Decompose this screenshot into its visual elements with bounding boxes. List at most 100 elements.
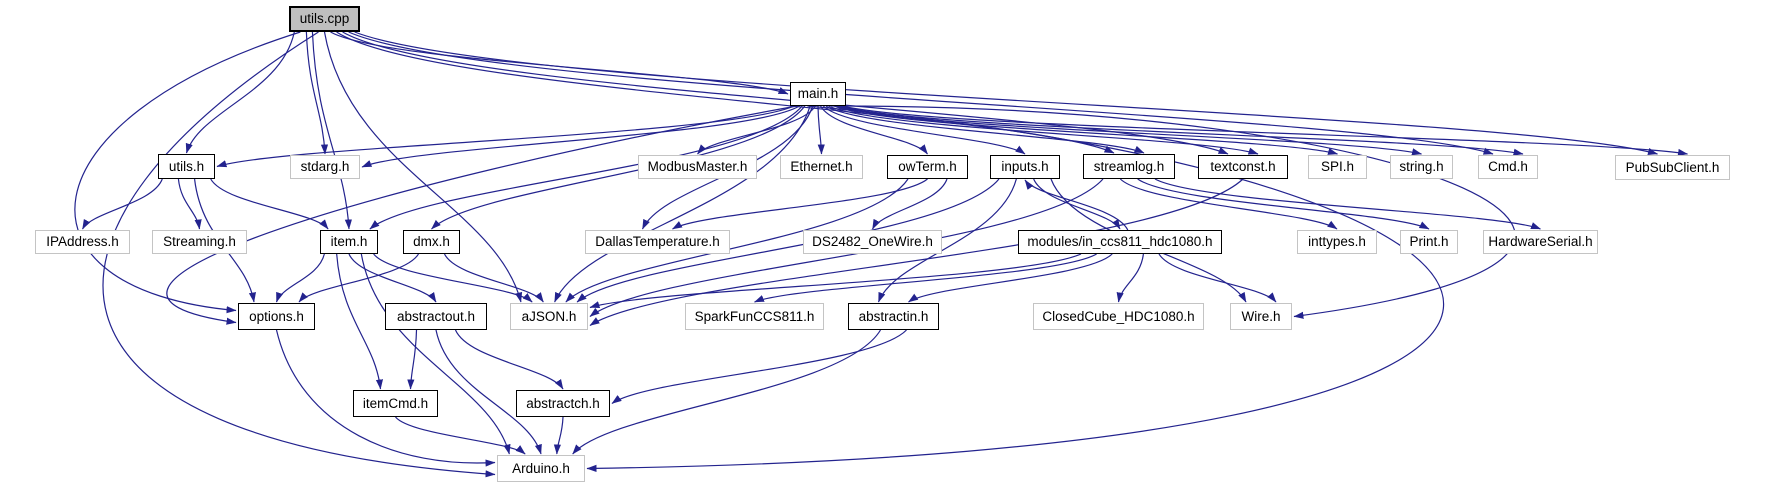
edge-utils-h-to-IPAddress-h [81,178,163,230]
node-itemCmd-h[interactable]: itemCmd.h [353,390,438,417]
node-label: string.h [1399,159,1444,175]
edge-main-h-to-SPI-h [833,105,1338,155]
edge-modules-in-to-ClosedCube-HDC1080-h [1116,253,1144,303]
node-label: dmx.h [413,234,450,250]
edge-utils-cpp-to-streamlog-h [336,31,1115,154]
edge-utils-cpp-to-Arduino-h [102,31,496,478]
edge-itemCmd-h-to-Arduino-h [395,416,526,455]
node-label: Streaming.h [163,234,236,250]
node-label: DS2482_OneWire.h [812,234,933,250]
edge-streamlog-h-to-inttypes-h [1119,178,1338,230]
edge-utils-cpp-to-item-h [311,31,352,230]
node-label: SPI.h [1320,159,1355,175]
node-label: HardwareSerial.h [1488,234,1593,250]
edge-main-h-to-dmx-h [431,105,806,230]
node-label: utils.cpp [299,11,350,27]
edge-abstractin-h-to-abstractch-h [611,329,907,404]
node-Ethernet-h: Ethernet.h [780,155,863,179]
node-utils-cpp: utils.cpp [289,6,360,32]
node-label: ClosedCube_HDC1080.h [1042,308,1195,324]
edge-abstractch-h-to-Arduino-h [553,416,564,455]
node-SPI-h: SPI.h [1308,155,1367,179]
edge-owTerm-h-to-DallasTemperature-h [672,178,928,230]
edge-owTerm-h-to-aJSON-h [565,178,909,303]
node-label: main.h [797,86,839,102]
node-label: utils.h [168,158,205,174]
node-options-h[interactable]: options.h [238,303,315,330]
node-label: abstractin.h [858,308,929,324]
edge-inputs-h-to-aJSON-h [576,178,1000,303]
edge-main-h-to-options-h [166,105,797,325]
node-PubSubClient-h: PubSubClient.h [1615,155,1730,180]
node-abstractout-h[interactable]: abstractout.h [385,303,487,330]
edge-utils-cpp-to-options-h [74,31,301,314]
node-stdarg-h: stdarg.h [290,155,360,179]
edge-modules-in-to-aJSON-h [589,253,1082,309]
node-label: Wire.h [1241,308,1281,324]
edge-main-h-to-item-h [369,105,803,230]
node-label: modules/in_ccs811_hdc1080.h [1027,234,1213,250]
edge-item-h-to-Arduino-h [360,253,511,455]
node-owTerm-h[interactable]: owTerm.h [887,155,968,179]
node-IPAddress-h: IPAddress.h [35,230,130,254]
edge-item-h-to-itemCmd-h [336,253,384,390]
edge-abstractout-h-to-itemCmd-h [407,329,418,390]
node-label: inttypes.h [1308,234,1366,250]
node-label: aJSON.h [521,308,577,324]
node-modules-in[interactable]: modules/in_ccs811_hdc1080.h [1018,230,1222,254]
edge-main-h-to-string-h [836,105,1422,156]
node-label: inputs.h [1001,159,1049,175]
node-Cmd-h: Cmd.h [1478,155,1538,179]
node-label: Ethernet.h [790,159,853,175]
edge-main-h-to-Arduino-h [586,105,1444,472]
edge-utils-cpp-to-stdarg-h [305,31,329,155]
node-dmx-h[interactable]: dmx.h [403,230,460,254]
edge-item-h-to-abstractout-h [348,253,437,303]
node-inputs-h[interactable]: inputs.h [990,155,1060,179]
node-string-h: string.h [1390,155,1453,179]
edge-main-h-to-PubSubClient-h [841,105,1688,157]
node-label: Print.h [1409,234,1449,250]
edge-abstractout-h-to-abstractch-h [454,329,564,390]
node-streamlog-h[interactable]: streamlog.h [1083,154,1175,179]
node-label: PubSubClient.h [1625,159,1720,175]
node-ModbusMaster-h: ModbusMaster.h [638,155,757,179]
edge-utils-cpp-to-aJSON-h [323,31,523,303]
node-label: streamlog.h [1093,158,1165,174]
node-label: DallasTemperature.h [595,234,720,250]
edge-dmx-h-to-options-h [298,253,420,303]
edge-streamlog-h-to-Print-h [1137,178,1430,230]
node-Print-h: Print.h [1400,230,1458,254]
node-textconst-h[interactable]: textconst.h [1198,155,1288,179]
edge-options-h-to-Arduino-h [275,329,496,467]
node-item-h[interactable]: item.h [320,230,378,254]
node-label: IPAddress.h [46,234,119,250]
edge-abstractin-h-to-Arduino-h [572,329,882,455]
edge-main-h-to-Ethernet-h [817,105,825,155]
node-abstractin-h[interactable]: abstractin.h [848,303,939,330]
node-Wire-h: Wire.h [1230,303,1292,330]
edge-utils-cpp-to-utils-h [185,31,295,154]
node-Streaming-h: Streaming.h [152,230,247,254]
edge-item-h-to-options-h [275,253,325,303]
edge-main-h-to-aJSON-h [554,105,811,303]
node-HardwareSerial-h: HardwareSerial.h [1483,230,1598,254]
edge-modules-in-to-SparkFunCCS811-h [754,253,1097,303]
node-main-h[interactable]: main.h [790,82,846,106]
edge-streamlog-h-to-aJSON-h [589,178,1104,317]
edge-modules-in-to-inputs-h [1024,179,1129,231]
node-SparkFunCCS811-h: SparkFunCCS811.h [685,303,824,330]
edge-utils-cpp-to-PubSubClient-h [354,31,1658,155]
node-label: abstractch.h [526,395,600,411]
edge-main-h-to-Wire-h [831,105,1516,319]
edge-main-h-to-inputs-h [822,105,1026,155]
node-ClosedCube-HDC1080-h: ClosedCube_HDC1080.h [1033,303,1204,330]
node-abstractch-h[interactable]: abstractch.h [516,390,610,417]
edge-inputs-h-to-modules-in [1033,178,1121,230]
node-utils-h[interactable]: utils.h [158,154,215,179]
node-DS2482-OneWire-h: DS2482_OneWire.h [803,230,942,254]
edge-main-h-to-textconst-h [828,105,1259,155]
edge-utils-cpp-to-Cmd-h [348,31,1494,155]
edge-modules-in-to-Wire-h [1158,253,1277,303]
